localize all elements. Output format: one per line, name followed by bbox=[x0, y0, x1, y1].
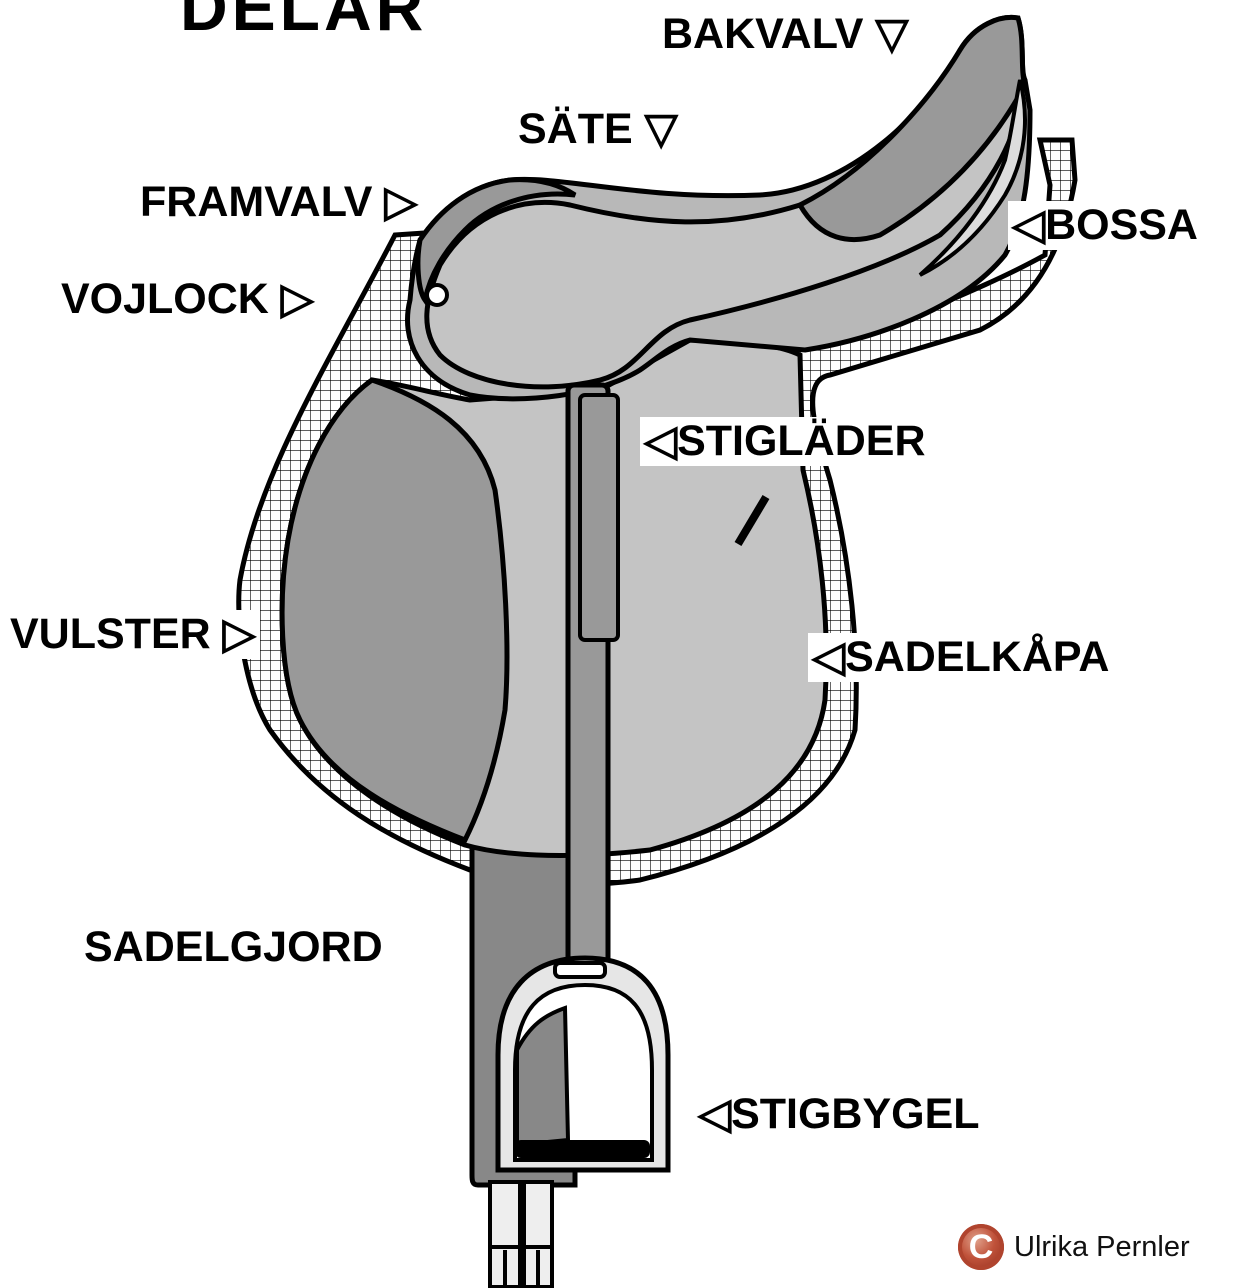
stirrup-slot bbox=[555, 963, 605, 977]
copyright-text: Ulrika Pernler bbox=[1014, 1231, 1190, 1264]
label-vulster: VULSTER ▷ bbox=[6, 610, 260, 659]
label-stigbygel: ◁STIGBYGEL bbox=[694, 1090, 984, 1139]
copyright: C Ulrika Pernler bbox=[958, 1224, 1190, 1270]
label-sadelgjord: SADELGJORD bbox=[80, 923, 387, 972]
dee-ring-icon bbox=[427, 285, 447, 305]
label-bossa: ◁BOSSA bbox=[1008, 201, 1202, 250]
label-bakvalv: BAKVALV ▽ bbox=[658, 10, 912, 59]
label-framvalv: FRAMVALV ▷ bbox=[136, 178, 422, 227]
copyright-icon: C bbox=[958, 1224, 1004, 1270]
label-vojlock: VOJLOCK ▷ bbox=[57, 275, 318, 324]
title-fragment: DELAR bbox=[180, 0, 427, 40]
girth-buckles bbox=[490, 1182, 552, 1287]
label-sadelkapa: ◁SADELKÅPA bbox=[808, 633, 1113, 682]
stirrup-tread bbox=[515, 1140, 650, 1158]
stirrup-leather-keeper bbox=[580, 395, 618, 640]
label-stiglader: ◁STIGLÄDER bbox=[640, 417, 930, 466]
label-sate: SÄTE ▽ bbox=[514, 105, 682, 154]
